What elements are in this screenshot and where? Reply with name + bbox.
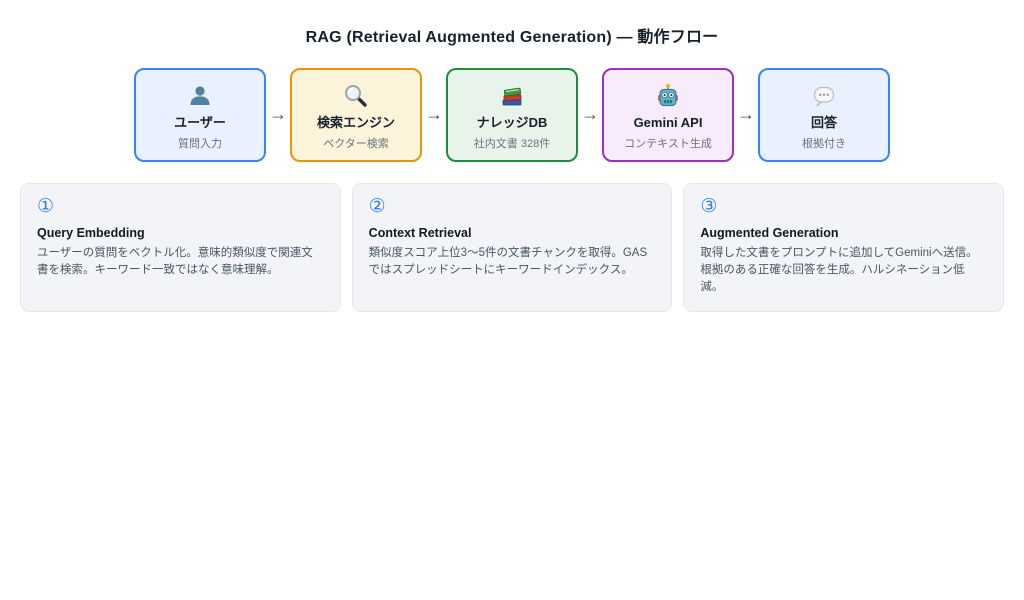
step-body: 取得した文書をプロンプトに追加してGeminiへ送信。根拠のある正確な回答を生成… xyxy=(700,246,978,294)
node-label: 検索エンジン xyxy=(316,115,395,131)
step-card-query-embedding: ① Query Embedding ユーザーの質問をベクトル化。意味的類似度で関… xyxy=(20,183,341,312)
step-body: 類似度スコア上位3〜5件の文書チャンクを取得。GASではスプレッドシートにキーワ… xyxy=(368,246,648,277)
step-number-icon: ① xyxy=(37,196,55,217)
page-title: RAG (Retrieval Augmented Generation) — 動… xyxy=(305,29,719,46)
books-icon xyxy=(499,81,525,111)
arrow-right-icon: → xyxy=(269,104,287,124)
flow-node-answer: 回答 根拠付き xyxy=(758,68,890,162)
node-label: ユーザー xyxy=(174,115,226,131)
arrow-right-icon: → xyxy=(581,104,599,124)
step-number-icon: ② xyxy=(368,196,386,217)
flow-node-search-engine: 検索エンジン ベクター検索 xyxy=(290,68,422,162)
node-label: 回答 xyxy=(810,115,837,131)
arrow-right-icon: → xyxy=(737,104,755,124)
step-title: Query Embedding xyxy=(37,225,145,240)
step-title: Context Retrieval xyxy=(368,225,472,240)
node-label: ナレッジDB xyxy=(476,115,548,131)
user-icon xyxy=(187,81,213,111)
flow-node-gemini-api: Gemini API コンテキスト生成 xyxy=(602,68,734,162)
step-number-icon: ③ xyxy=(700,196,718,217)
steps-row: ① Query Embedding ユーザーの質問をベクトル化。意味的類似度で関… xyxy=(20,183,1005,312)
flow-row: ユーザー 質問入力 → 検索エンジン ベクター検索 → xyxy=(0,68,1024,162)
node-sublabel: 根拠付き xyxy=(802,137,846,150)
step-card-context-retrieval: ② Context Retrieval 類似度スコア上位3〜5件の文書チャンクを… xyxy=(351,183,673,312)
node-label: Gemini API xyxy=(633,115,703,131)
robot-icon xyxy=(655,81,681,111)
node-sublabel: 質問入力 xyxy=(178,137,222,150)
node-sublabel: コンテキスト生成 xyxy=(624,137,712,150)
speech-balloon-icon xyxy=(811,81,837,111)
flow-node-user: ユーザー 質問入力 xyxy=(134,68,266,162)
arrow-right-icon: → xyxy=(425,104,443,124)
step-card-augmented-generation: ③ Augmented Generation 取得した文書をプロンプトに追加して… xyxy=(683,183,1005,312)
step-title: Augmented Generation xyxy=(700,225,839,240)
step-body: ユーザーの質問をベクトル化。意味的類似度で関連文書を検索。キーワード一致ではなく… xyxy=(37,246,313,277)
search-icon xyxy=(343,81,369,111)
flow-node-knowledge-db: ナレッジDB 社内文書 328件 xyxy=(446,68,578,162)
node-sublabel: ベクター検索 xyxy=(323,137,389,150)
node-sublabel: 社内文書 328件 xyxy=(473,137,551,150)
